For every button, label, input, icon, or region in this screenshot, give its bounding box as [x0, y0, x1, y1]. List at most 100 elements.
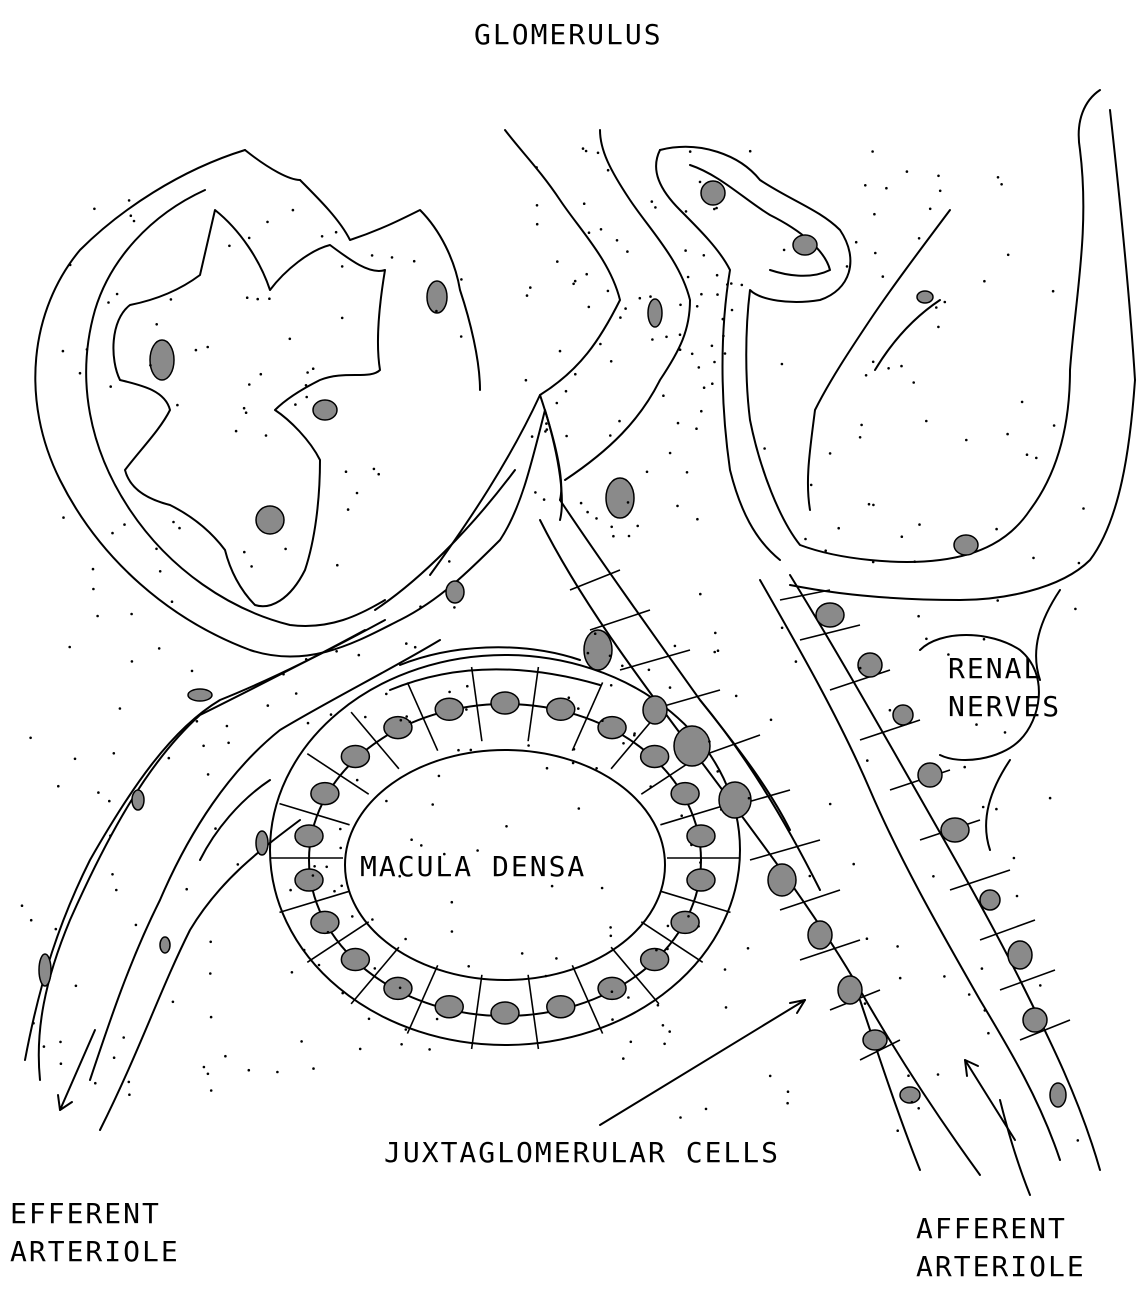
stipple-dot	[413, 260, 416, 263]
stipple-dot	[837, 527, 840, 530]
nucleus	[39, 954, 51, 986]
nucleus	[900, 1087, 920, 1103]
stipple-dot	[410, 838, 413, 841]
stipple-dot	[374, 967, 377, 970]
nucleus	[917, 291, 933, 303]
stipple-dot	[207, 773, 210, 776]
stipple-dot	[899, 977, 902, 980]
stipple-dot	[865, 374, 868, 377]
stipple-dot	[852, 863, 855, 866]
stipple-dot	[399, 987, 402, 990]
stipple-dot	[578, 807, 581, 810]
nucleus	[256, 831, 268, 855]
stipple-dot	[687, 915, 690, 918]
stipple-dot	[636, 525, 639, 528]
stipple-dot	[677, 422, 680, 425]
stipple-dot	[995, 528, 998, 531]
nucleus	[311, 783, 339, 805]
stipple-dot	[531, 435, 534, 438]
stipple-dot	[246, 296, 249, 299]
stipple-dot	[546, 428, 549, 431]
stipple-dot	[123, 523, 126, 526]
stipple-dot	[770, 719, 773, 722]
stipple-dot	[543, 498, 546, 501]
stipple-dot	[929, 208, 932, 211]
stipple-dot	[874, 252, 877, 255]
stipple-dot	[196, 720, 199, 723]
nucleus	[918, 763, 942, 787]
stipple-dot	[448, 691, 451, 694]
stipple-dot	[594, 632, 597, 635]
stipple-dot	[662, 394, 665, 397]
stipple-dot	[79, 372, 82, 375]
stipple-dot	[713, 361, 716, 364]
stipple-dot	[939, 190, 942, 193]
stipple-dot	[405, 1028, 408, 1031]
nucleus	[641, 949, 669, 971]
stipple-dot	[74, 758, 77, 761]
stipple-dot	[585, 150, 588, 153]
stipple-dot	[559, 350, 562, 353]
stipple-dot	[580, 502, 583, 505]
stipple-dot	[414, 646, 417, 649]
stipple-dot	[93, 208, 96, 211]
stipple-dot	[237, 863, 240, 866]
cell-border	[407, 682, 437, 750]
stipple-dot	[699, 861, 702, 864]
stipple-dot	[149, 364, 152, 367]
stipple-dot	[131, 660, 134, 663]
stipple-dot	[601, 887, 604, 890]
stipple-dot	[339, 847, 342, 850]
stipple-dot	[116, 293, 119, 296]
nucleus	[671, 783, 699, 805]
stipple-dot	[128, 199, 131, 202]
nucleus	[648, 299, 662, 327]
stipple-dot	[781, 627, 784, 630]
stipple-dot	[668, 1030, 671, 1033]
nucleus	[435, 996, 463, 1018]
stipple-dot	[529, 286, 532, 289]
stipple-dot	[176, 404, 179, 407]
nucleus	[311, 911, 339, 933]
stipple-dot	[130, 613, 133, 616]
stipple-dot	[364, 716, 367, 719]
stipple-dot	[291, 971, 294, 974]
nucleus	[132, 790, 144, 810]
stipple-dot	[356, 779, 359, 782]
nucleus	[893, 705, 913, 725]
stipple-dot	[420, 844, 423, 847]
stipple-dot	[409, 720, 412, 723]
stipple-dot	[1006, 433, 1009, 436]
stipple-dot	[872, 504, 875, 507]
stipple-dot	[612, 535, 615, 538]
stipple-dot	[595, 517, 598, 520]
stipple-dot	[267, 704, 270, 707]
stipple-dot	[715, 207, 718, 210]
stipple-dot	[214, 827, 217, 830]
cell-border	[528, 667, 538, 741]
stipple-dot	[987, 1032, 990, 1035]
stipple-dot	[1039, 984, 1042, 987]
nucleus	[793, 235, 817, 255]
stipple-dot	[622, 1057, 625, 1060]
stipple-dot	[268, 297, 271, 300]
stipple-dot	[735, 695, 738, 698]
nucleus	[491, 1002, 519, 1024]
nucleus	[435, 698, 463, 720]
stipple-dot	[695, 427, 698, 430]
stipple-dot	[306, 371, 309, 374]
stipple-dot	[912, 381, 915, 384]
stipple-dot	[336, 564, 339, 567]
stipple-dot	[925, 638, 928, 641]
stipple-dot	[243, 407, 246, 410]
stipple-dot	[55, 928, 58, 931]
nucleus	[719, 782, 751, 818]
stipple-dot	[69, 264, 72, 267]
stipple-dot	[725, 1006, 728, 1009]
stipple-dot	[601, 719, 604, 722]
stipple-dot	[633, 734, 636, 737]
stipple-dot	[228, 245, 231, 248]
stipple-dot	[982, 806, 985, 809]
stipple-dot	[689, 150, 692, 153]
stipple-dot	[810, 484, 813, 487]
